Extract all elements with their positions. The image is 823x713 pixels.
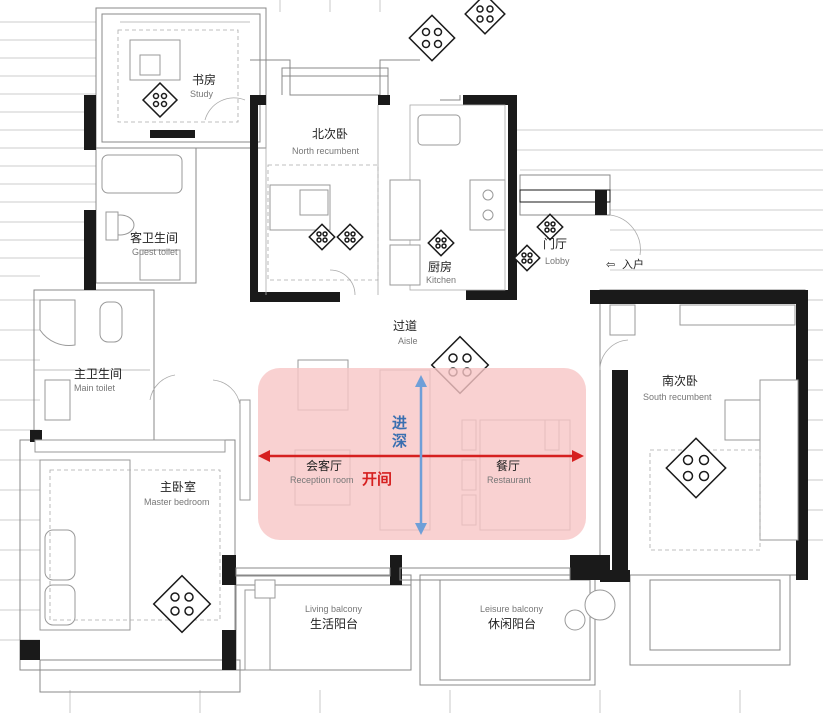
study-label-en: Study (190, 89, 214, 99)
kitchen-label-en: Kitchen (426, 275, 456, 285)
depth-label-bottom: 深 (392, 432, 407, 450)
lobby-label: 门厅 (543, 236, 567, 251)
outline-lines (19, 7, 806, 693)
reception-room-label: 会客厅 (306, 458, 342, 473)
leisure-balcony-label-en: Leisure balcony (480, 604, 544, 614)
south-bedroom-label: 南次卧 (662, 373, 698, 388)
aisle-label: 过道 (393, 319, 417, 333)
main-toilet-label-en: Main toilet (74, 383, 116, 393)
guest-toilet-label-en: Guest toilet (132, 247, 178, 257)
restaurant-label: 餐厅 (496, 458, 520, 473)
kitchen-label: 厨房 (428, 259, 452, 274)
width-label: 开间 (362, 470, 392, 488)
guest-toilet-label: 客卫生间 (130, 230, 178, 245)
restaurant-label-en: Restaurant (487, 475, 532, 485)
entrance-arrow-icon: ⇦ (606, 258, 615, 271)
south-bedroom-label-en: South recumbent (643, 392, 712, 402)
room-labels: 书房 Study 客卫生间 Guest toilet 北次卧 North rec… (74, 72, 712, 631)
north-bedroom-label: 北次卧 (312, 127, 348, 141)
walls (20, 95, 808, 670)
furniture (34, 21, 799, 671)
lobby-label-en: Lobby (545, 256, 570, 266)
master-bedroom-label: 主卧室 (160, 479, 196, 494)
main-toilet-label: 主卫生间 (74, 367, 122, 381)
dimension-annotations: 开间 进 深 (362, 414, 407, 488)
living-balcony-label: 生活阳台 (310, 616, 358, 631)
living-balcony-label-en: Living balcony (305, 604, 363, 614)
aisle-label-en: Aisle (398, 336, 418, 346)
north-bedroom-label-en: North recumbent (292, 146, 360, 156)
master-bedroom-label-en: Master bedroom (144, 497, 210, 507)
depth-arrow (415, 375, 427, 535)
reception-room-label-en: Reception room (290, 475, 354, 485)
depth-label-top: 进 (392, 414, 407, 432)
entrance-label: 入户 (622, 257, 644, 271)
leisure-balcony-label: 休闲阳台 (488, 616, 536, 631)
study-label: 书房 (192, 72, 216, 87)
